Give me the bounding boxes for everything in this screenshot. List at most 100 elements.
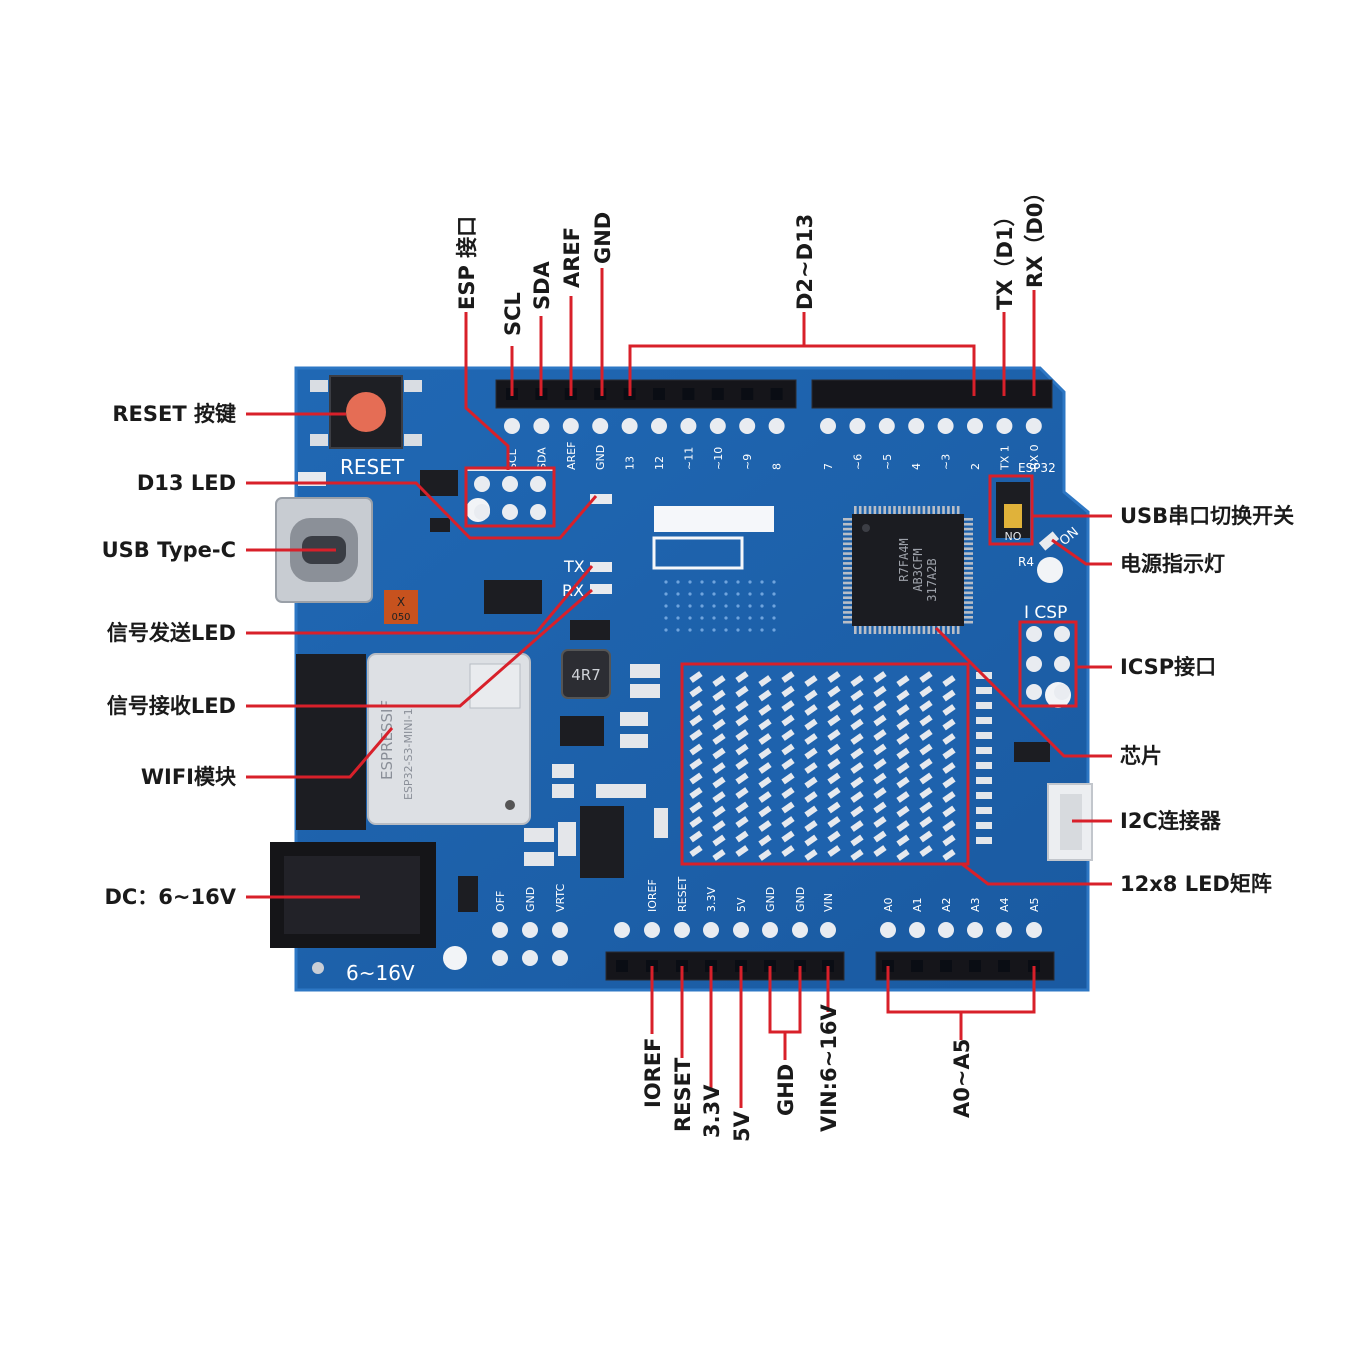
silk-icsp: I CSP	[1024, 603, 1067, 623]
silk-top-pin: ~9	[741, 454, 754, 470]
passive-components	[524, 664, 668, 866]
callout-sda: SDA	[530, 260, 554, 310]
top-header-right[interactable]	[811, 379, 1053, 409]
callout-tx: TX（D1）	[993, 205, 1017, 310]
silk-top-pin: 2	[969, 463, 982, 470]
usb-switch-box	[988, 474, 1034, 546]
small-ic-5	[1014, 742, 1050, 762]
callout-reset-button: RESET 按键	[112, 402, 236, 426]
silk-top-pin: 8	[771, 463, 784, 470]
svg-text:317A2B: 317A2B	[925, 558, 939, 601]
silk-reset: RESET	[340, 455, 405, 479]
silk-top-pin: 7	[822, 463, 835, 470]
callout-vin: VIN:6~16V	[817, 1004, 841, 1132]
silk-bottom-pin: VRTC	[554, 884, 567, 912]
callout-ioref: IOREF	[641, 1037, 665, 1108]
silk-top-pin: 13	[624, 456, 637, 470]
callout-reset-pin: RESET	[671, 1057, 695, 1132]
callout-rx: RX（D0）	[1023, 182, 1047, 288]
callout-chip: 芯片	[1120, 744, 1162, 768]
svg-text:NO: NO	[1005, 530, 1022, 543]
callout-dc: DC：6~16V	[104, 885, 236, 909]
callout-gnd-pins: GHD	[774, 1064, 798, 1116]
leader-lines	[246, 268, 1112, 1108]
dc-power-jack[interactable]	[270, 842, 436, 948]
callout-a0-a5: A0~A5	[950, 1039, 974, 1118]
silk-power-jack: 6~16V	[346, 961, 415, 985]
silk-bottom-pin: A5	[1028, 897, 1041, 912]
top-pin-pads	[504, 418, 1042, 434]
silk-bottom-pin: A3	[969, 897, 982, 912]
silk-bottom-pin: A0	[882, 897, 895, 912]
callout-icsp: ICSP接口	[1120, 655, 1216, 679]
silk-bottom-pin: A1	[911, 897, 924, 912]
inductor: 4R7	[561, 649, 611, 699]
silk-bottom-pin: A2	[940, 897, 953, 912]
tx-rx-leds	[590, 494, 612, 594]
power-led	[1038, 531, 1060, 551]
small-ic-3	[430, 518, 450, 532]
icsp-box	[1018, 620, 1078, 708]
ground-screw	[312, 962, 324, 974]
reset-button[interactable]	[310, 375, 422, 449]
callout-esp-interface: ESP 接口	[455, 216, 479, 310]
led-matrix-box	[680, 662, 970, 866]
callout-rx-led: 信号接收LED	[107, 694, 236, 718]
silk-bottom-pin: GND	[794, 887, 807, 912]
esp-interface-pads[interactable]	[465, 469, 555, 527]
callout-aref: AREF	[560, 227, 584, 288]
svg-text:ESPRESSIF: ESPRESSIF	[378, 700, 396, 780]
silk-top-pin: RX 0	[1028, 444, 1041, 470]
callout-5v: 5V	[730, 1110, 754, 1142]
callout-scl: SCL	[501, 292, 525, 336]
silk-top-pin: ~11	[682, 447, 695, 470]
icsp-header[interactable]	[1026, 626, 1070, 700]
silk-bottom-pin: 5V	[735, 897, 748, 912]
silk-top-pin: TX 1	[998, 445, 1011, 471]
silk-bottom-pin: 3.3V	[705, 887, 718, 912]
silk-top-pin: 4	[910, 463, 923, 470]
silk-top-pin: ~10	[712, 447, 725, 470]
battery-pads	[492, 922, 568, 966]
small-ic-2	[484, 580, 542, 614]
silk-top-pin: GND	[594, 445, 607, 470]
wifi-module: ESPRESSIF ESP32-S3-MINI-1	[296, 653, 531, 830]
silk-top-pin: ~5	[881, 454, 894, 470]
svg-text:4R7: 4R7	[571, 666, 601, 684]
silk-bottom-pin: A4	[998, 897, 1011, 912]
svg-text:AB3CFM: AB3CFM	[911, 548, 925, 591]
callout-tx-led: 信号发送LED	[107, 621, 236, 645]
silk-top-pin: SDA	[535, 447, 548, 470]
silk-top-pin: ~3	[940, 454, 953, 470]
bottom-header-analog[interactable]	[875, 951, 1055, 981]
esp-interface-box	[464, 466, 556, 528]
callout-wifi-module: WIFI模块	[141, 765, 237, 789]
silk-tx: TX	[563, 557, 585, 576]
silk-bottom-pin: VIN	[822, 893, 835, 912]
svg-text:R7FA4M: R7FA4M	[897, 538, 911, 581]
label-area	[654, 506, 774, 532]
silk-top-pin: 12	[653, 456, 666, 470]
callout-3v3: 3.3V	[700, 1084, 724, 1138]
bottom-header-power[interactable]	[605, 951, 845, 981]
svg-text:050: 050	[391, 612, 410, 623]
svg-text:X: X	[397, 595, 405, 609]
silk-bottom-pin: RESET	[676, 876, 689, 912]
bottom-header-holes	[616, 960, 1040, 972]
led-matrix	[684, 666, 966, 862]
diode	[458, 876, 478, 912]
silk-top-pin: AREF	[565, 442, 578, 470]
callout-power-led: 电源指示灯	[1120, 552, 1225, 576]
silk-bottom-pin: GND	[524, 887, 537, 912]
svg-text:ESP32-S3-MINI-1: ESP32-S3-MINI-1	[402, 708, 415, 800]
voltage-regulator	[580, 806, 624, 878]
callout-gnd: GND	[591, 212, 615, 264]
mount-hole-4	[443, 946, 467, 970]
small-ic-4	[570, 620, 610, 640]
usb-serial-switch[interactable]: NO	[996, 482, 1030, 543]
silk-esp32: ESP32	[1018, 461, 1056, 475]
callout-usb-type-c: USB Type-C	[102, 538, 236, 562]
